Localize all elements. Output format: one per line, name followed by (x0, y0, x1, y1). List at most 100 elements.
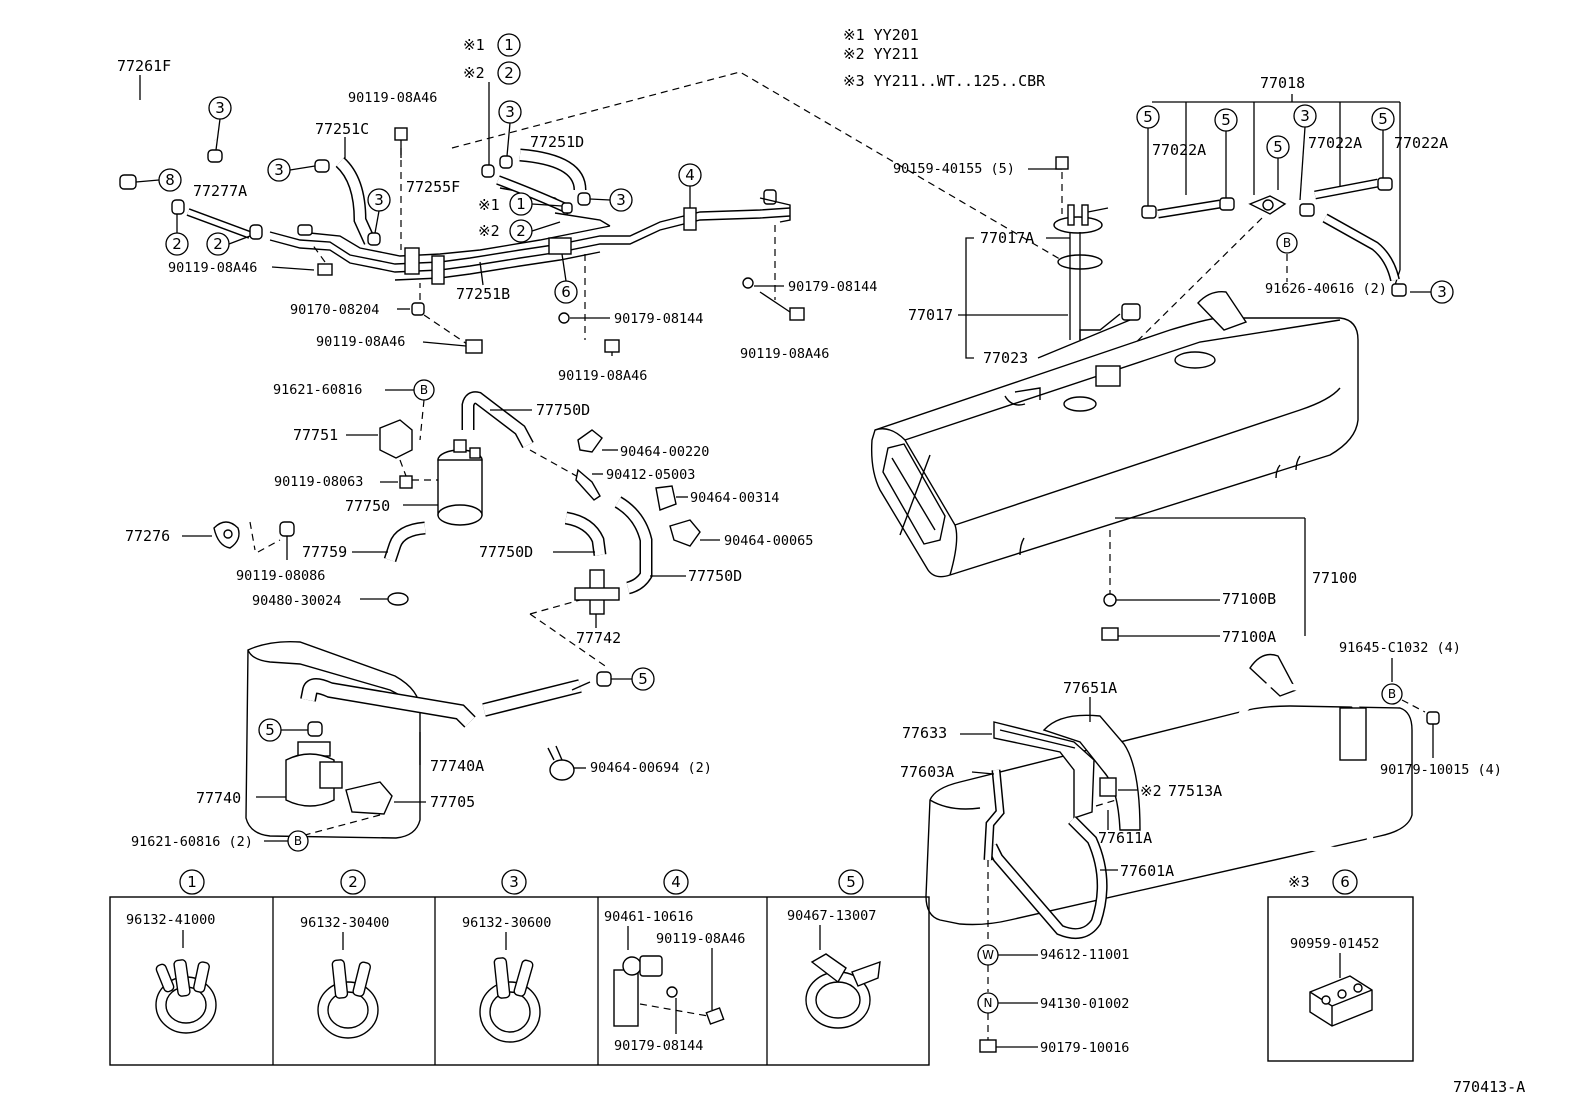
nut-icon (1426, 711, 1440, 725)
callout-B-b: B (413, 379, 435, 401)
legend-callout-4: 4 (663, 869, 689, 895)
bracket-77705 (345, 781, 393, 815)
callout-1-top: 1 (497, 33, 521, 57)
label-77633: 77633 (902, 724, 947, 742)
label-77601A: 77601A (1120, 862, 1174, 880)
svg-text:6: 6 (1340, 873, 1350, 891)
bolt-icon (317, 263, 333, 276)
label-77100: 77100 (1312, 569, 1357, 587)
strap-bolt-77603A (985, 769, 1004, 861)
svg-text:2: 2 (172, 235, 182, 253)
clamp-90464-00694 (547, 745, 575, 781)
strap-77601A (988, 817, 1107, 938)
callout-5-sub: 5 (258, 718, 282, 742)
label-90159-40155: 90159-40155 (5) (893, 161, 1015, 177)
svg-text:5: 5 (265, 721, 275, 739)
label-77023: 77023 (983, 349, 1028, 367)
callout-3-e: 3 (609, 188, 633, 212)
label-90119-08A46-e: 90119-08A46 (740, 346, 829, 362)
label-77740A: 77740A (430, 757, 484, 775)
bolt-icon (465, 339, 483, 354)
legend-part-2: 96132-30400 (300, 915, 389, 931)
svg-text:B: B (1388, 687, 1396, 701)
cushion-icon (1099, 777, 1117, 797)
hose-77750D-right (615, 497, 651, 593)
label-90119-08A46-c: 90119-08A46 (316, 334, 405, 350)
label-91626-40616: 91626-40616 (2) (1265, 281, 1387, 297)
label-77251B: 77251B (456, 285, 510, 303)
note-1: ※1 YY201 (843, 26, 919, 44)
mark2-mid: ※2 (478, 222, 500, 240)
svg-text:3: 3 (616, 191, 626, 209)
bolt-icon (604, 339, 620, 353)
dashed-frame-top (451, 71, 1071, 266)
evap-hoses (1141, 177, 1407, 297)
note-2: ※2 YY211 (843, 45, 919, 63)
svg-text:3: 3 (1437, 283, 1447, 301)
label-77750: 77750 (345, 497, 390, 515)
svg-text:B: B (294, 834, 302, 848)
clamp-block-6 (548, 237, 572, 255)
callout-B-d: B (1381, 683, 1403, 705)
svg-text:2: 2 (516, 222, 526, 240)
tee-77742 (574, 569, 620, 615)
legend-callout-5: 5 (838, 869, 864, 895)
callout-3-g: 3 (1430, 280, 1454, 304)
hose-clamp-5-illustration (805, 925, 881, 1029)
label-77017A: 77017A (980, 229, 1034, 247)
callout-N: N (977, 992, 999, 1014)
label-77017: 77017 (908, 306, 953, 324)
label-77018: 77018 (1260, 74, 1305, 92)
legend-box-6 (1267, 896, 1414, 1062)
label-91645-C1032: 91645-C1032 (4) (1339, 640, 1461, 656)
label-90480-30024: 90480-30024 (252, 593, 341, 609)
legend-part-4c: 90179-08144 (614, 1038, 703, 1054)
svg-text:3: 3 (505, 103, 515, 121)
sender-gauge-unit (1053, 204, 1141, 340)
label-77255F: 77255F (406, 178, 460, 196)
legend-part-6: 90959-01452 (1290, 936, 1379, 952)
clamp-block-1 (404, 247, 420, 275)
svg-text:8: 8 (165, 171, 175, 189)
label-90412-05003: 90412-05003 (606, 467, 695, 483)
mark2-strap: ※2 (1140, 782, 1162, 800)
hose-77261F (123, 94, 218, 162)
svg-text:4: 4 (685, 166, 695, 184)
label-90170-08204: 90170-08204 (290, 302, 379, 318)
label-94612-11001: 94612-11001 (1040, 947, 1129, 963)
label-90119-08063: 90119-08063 (274, 474, 363, 490)
label-77022A-a: 77022A (1152, 141, 1206, 159)
svg-text:5: 5 (1221, 111, 1231, 129)
hose-77750D-mid (565, 513, 605, 556)
svg-text:N: N (984, 996, 993, 1010)
hose-clamp-1-illustration (155, 930, 217, 1034)
hose-77759 (385, 523, 426, 562)
label-90464-00065: 90464-00065 (724, 533, 813, 549)
pipe-77277A (187, 209, 251, 238)
grommet-90480-30024 (387, 592, 409, 606)
callout-W: W (977, 944, 999, 966)
clamp-block-4 (683, 207, 697, 231)
svg-text:5: 5 (638, 670, 648, 688)
grommet-icon (1103, 593, 1117, 607)
callout-3-c: 3 (367, 188, 391, 212)
callout-3-b: 3 (267, 158, 291, 182)
label-77751: 77751 (293, 426, 338, 444)
pump-77740 (285, 741, 343, 807)
bolt-icon (789, 307, 805, 321)
label-94130-01002: 94130-01002 (1040, 996, 1129, 1012)
label-90119-08086: 90119-08086 (236, 568, 325, 584)
svg-text:5: 5 (1378, 110, 1388, 128)
svg-text:2: 2 (213, 235, 223, 253)
callout-6-line: 6 (554, 280, 578, 304)
label-77603A: 77603A (900, 763, 954, 781)
clamp-icon (596, 671, 612, 687)
label-90464-00694: 90464-00694 (2) (590, 760, 712, 776)
legend-part-4b: 90119-08A46 (656, 931, 745, 947)
svg-text:3: 3 (509, 873, 519, 891)
callout-2-top: 2 (497, 61, 521, 85)
note-3: ※3 YY211..WT..125..CBR (843, 72, 1046, 90)
nut-icon (742, 277, 754, 289)
hose-77251D (519, 150, 585, 191)
legend-part-4a: 90461-10616 (604, 909, 693, 925)
